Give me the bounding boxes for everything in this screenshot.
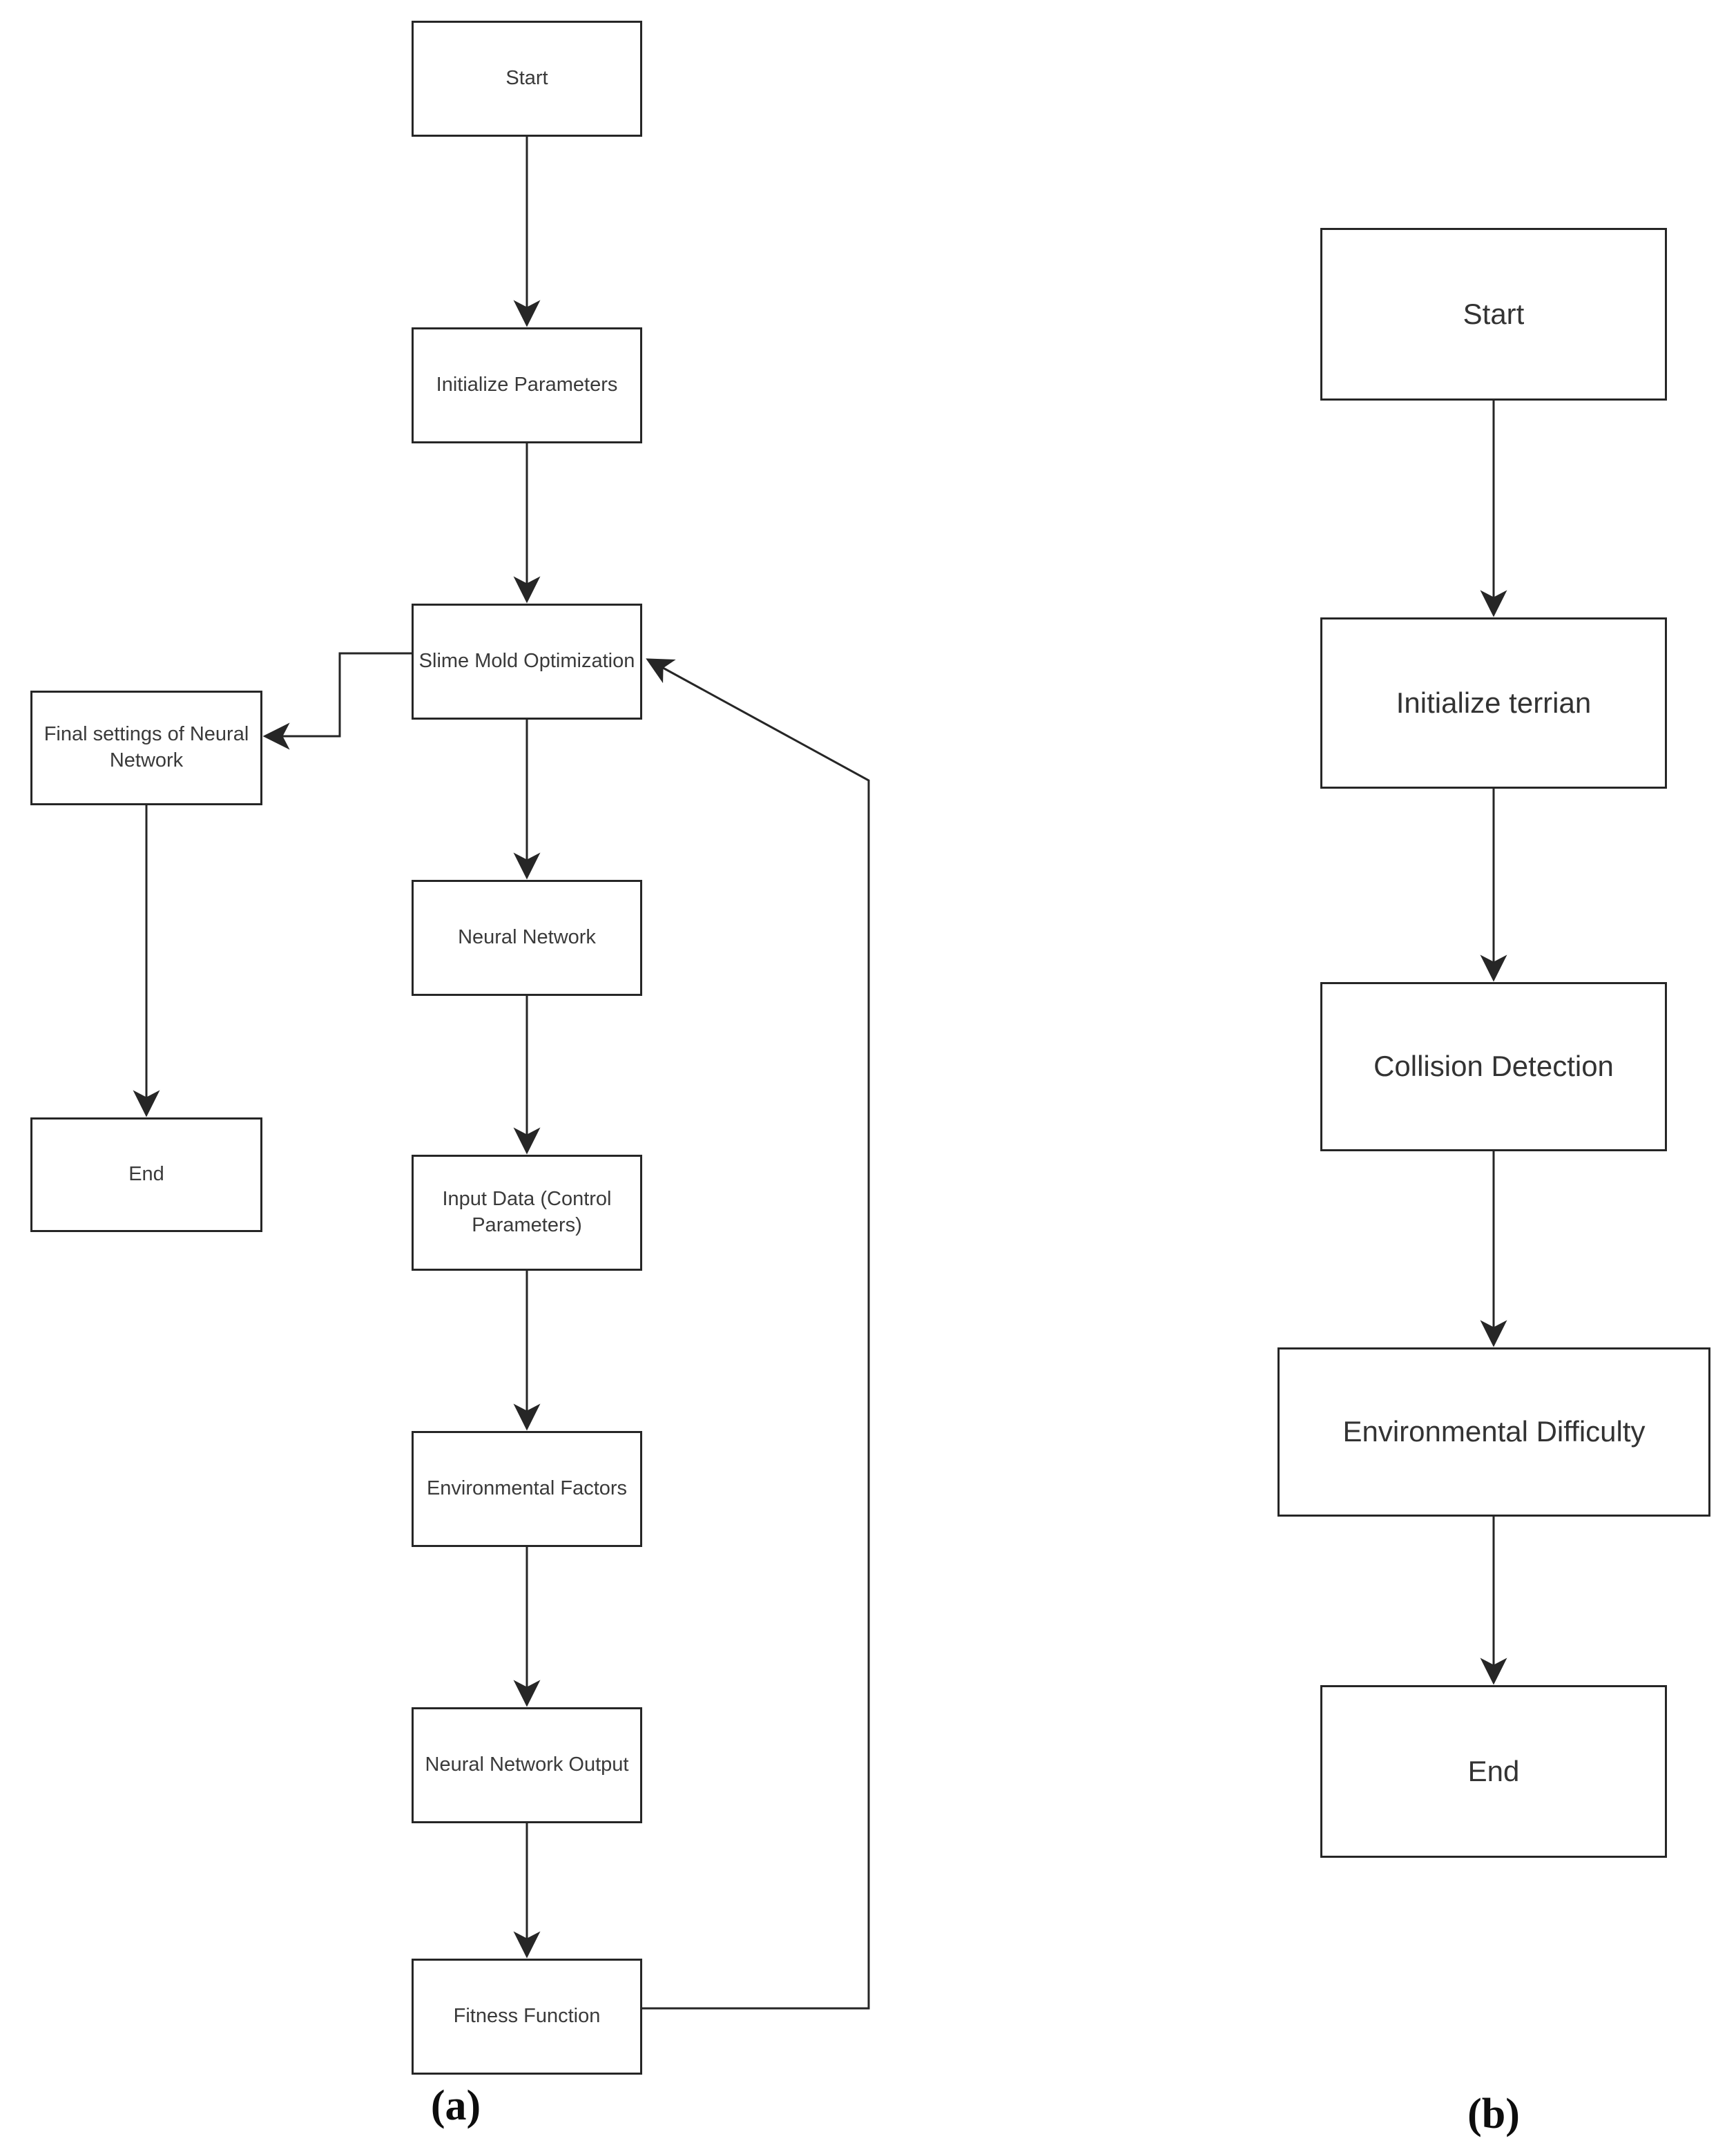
edge-a-fitness-to-slime-feedback bbox=[642, 658, 870, 2010]
node-a-start: Start bbox=[412, 21, 642, 137]
node-a-environmental-factors: Environmental Factors bbox=[412, 1431, 642, 1547]
node-b-start: Start bbox=[1320, 228, 1667, 401]
node-a-slime-mold-optimization: Slime Mold Optimization bbox=[412, 604, 642, 720]
node-a-fitness-function: Fitness Function bbox=[412, 1959, 642, 2075]
node-a-neural-network: Neural Network bbox=[412, 880, 642, 996]
node-b-initialize-terrian: Initialize terrian bbox=[1320, 617, 1667, 789]
node-a-input-data: Input Data (Control Parameters) bbox=[412, 1155, 642, 1271]
node-a-final-settings: Final settings of Neural Network bbox=[30, 691, 262, 805]
edge-a-slime-to-final bbox=[262, 652, 412, 750]
node-b-collision-detection: Collision Detection bbox=[1320, 982, 1667, 1151]
panel-b-caption: (b) bbox=[1467, 2091, 1520, 2137]
node-b-end: End bbox=[1320, 1685, 1667, 1858]
node-a-initialize-parameters: Initialize Parameters bbox=[412, 327, 642, 443]
node-b-environmental-difficulty: Environmental Difficulty bbox=[1277, 1347, 1710, 1517]
panel-a-caption: (a) bbox=[430, 2082, 481, 2129]
node-a-neural-network-output: Neural Network Output bbox=[412, 1707, 642, 1823]
node-a-end: End bbox=[30, 1117, 262, 1232]
